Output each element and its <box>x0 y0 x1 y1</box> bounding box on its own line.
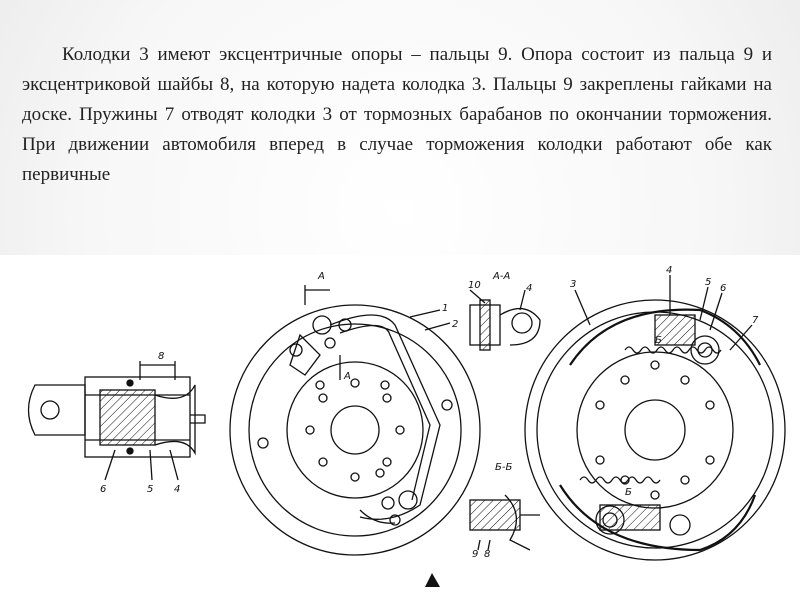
label-4-aa: 4 <box>526 283 532 294</box>
section-a-a: А-А 10 4 <box>468 271 541 351</box>
label-B-top: Б <box>655 335 662 346</box>
brake-disk-front-view: А А 1 2 <box>229 271 481 556</box>
wheel-cylinder-section: 6 5 4 8 <box>27 351 206 495</box>
label-5-left: 5 <box>147 484 153 495</box>
label-6-right: 6 <box>720 283 726 294</box>
label-6-left: 6 <box>100 484 106 495</box>
section-bb-title: Б-Б <box>495 462 512 473</box>
label-1: 1 <box>442 303 448 314</box>
label-9-bb: 9 <box>472 549 478 560</box>
section-aa-title: А-А <box>492 271 510 282</box>
label-B-bottom: Б <box>625 487 632 498</box>
label-A-bottom: А <box>343 371 351 382</box>
label-5-right: 5 <box>705 277 711 288</box>
label-8-left: 8 <box>158 351 164 362</box>
label-3-right: 3 <box>570 279 576 290</box>
label-8-bb: 8 <box>484 549 490 560</box>
section-b-b: Б-Б 9 8 <box>469 462 540 560</box>
brake-drum-assembly: 3 4 5 6 7 Б Б <box>524 265 786 561</box>
technical-drawing-svg: 6 5 4 8 <box>27 265 786 587</box>
label-4-left: 4 <box>174 484 180 495</box>
label-7-right: 7 <box>752 315 759 326</box>
description-paragraph: Колодки 3 имеют эксцентричные опоры – па… <box>22 44 772 185</box>
label-4-right: 4 <box>666 265 672 276</box>
brake-mechanism-drawing: 6 5 4 8 <box>0 255 800 600</box>
label-A-top: А <box>317 271 325 282</box>
label-10-aa: 10 <box>468 280 481 291</box>
label-2: 2 <box>452 319 458 330</box>
triangle-marker-icon <box>425 573 440 587</box>
